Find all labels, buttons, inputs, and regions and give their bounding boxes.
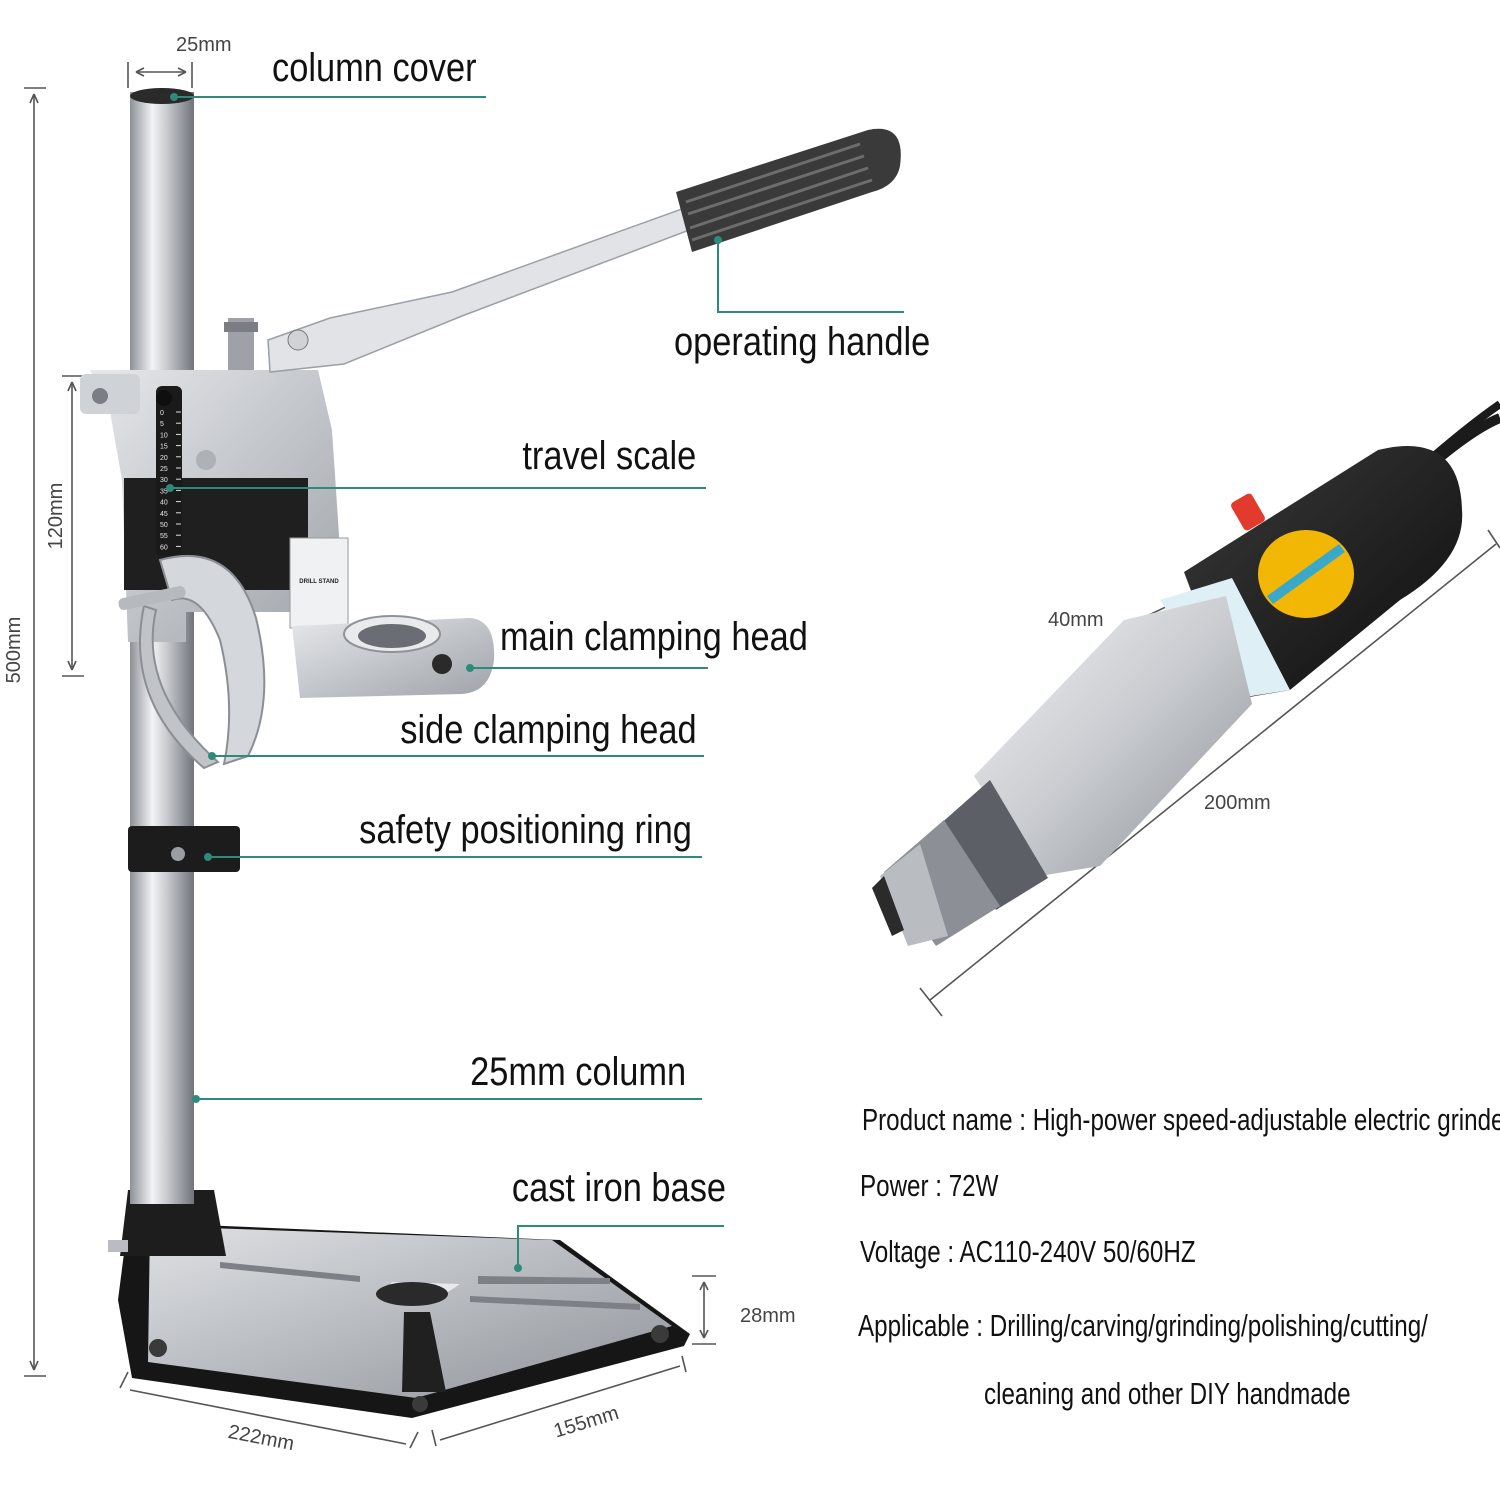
- label-column: 25mm column: [469, 1050, 686, 1094]
- drill-stand: 0 5 10 15 20 25 30 35 40 45 50 55 60: [80, 88, 901, 1418]
- scale-tick-label: 40: [160, 500, 168, 507]
- label-travel-scale: travel scale: [522, 434, 696, 478]
- dimension-lines: [24, 62, 1500, 1449]
- scale-tick-label: 25: [160, 466, 168, 473]
- label-column-cover: column cover: [272, 46, 477, 90]
- scale-tick-label: 10: [160, 432, 168, 439]
- electric-grinder-illustration: [872, 400, 1500, 946]
- dim-base-length: 222mm: [226, 1421, 296, 1455]
- scale-tick-label: 55: [160, 533, 168, 540]
- label-safety-positioning-ring: safety positioning ring: [359, 808, 692, 852]
- scale-tick-label: 35: [160, 488, 168, 495]
- spec-product-name: Product name : High-power speed-adjustab…: [862, 1102, 1500, 1137]
- dim-height-total: 500mm: [3, 617, 25, 684]
- scale-tick-label: 45: [160, 511, 168, 518]
- stand-marking: DRILL STAND: [299, 579, 339, 585]
- dim-base-width: 155mm: [551, 1402, 621, 1443]
- label-cast-iron-base: cast iron base: [511, 1166, 726, 1210]
- spec-voltage: Voltage : AC110-240V 50/60HZ: [860, 1234, 1196, 1269]
- scale-tick-label: 50: [160, 522, 168, 529]
- scale-tick-label: 0: [160, 410, 164, 417]
- label-main-clamping-head: main clamping head: [500, 615, 808, 659]
- dim-grinder-length: 200mm: [1204, 792, 1271, 814]
- travel-scale-icon: 0 5 10 15 20 25 30 35 40 45 50 55 60: [160, 410, 181, 551]
- scale-tick-label: 30: [160, 477, 168, 484]
- scale-tick-label: 20: [160, 455, 168, 462]
- spec-applicable-line1: Applicable : Drilling/carving/grinding/p…: [858, 1308, 1428, 1343]
- spec-power: Power : 72W: [860, 1168, 999, 1203]
- spec-applicable-line2: cleaning and other DIY handmade: [984, 1376, 1351, 1411]
- label-operating-handle: operating handle: [674, 320, 931, 364]
- leader-lines: [166, 93, 904, 1272]
- dim-travel: 120mm: [45, 483, 67, 550]
- scale-tick-label: 60: [160, 544, 168, 551]
- scale-tick-label: 5: [160, 421, 164, 428]
- label-side-clamping-head: side clamping head: [400, 708, 697, 752]
- dim-base-thickness: 28mm: [740, 1305, 796, 1327]
- dim-column-width: 25mm: [176, 34, 232, 56]
- scale-tick-label: 15: [160, 444, 168, 451]
- dim-grinder-diameter: 40mm: [1048, 609, 1104, 631]
